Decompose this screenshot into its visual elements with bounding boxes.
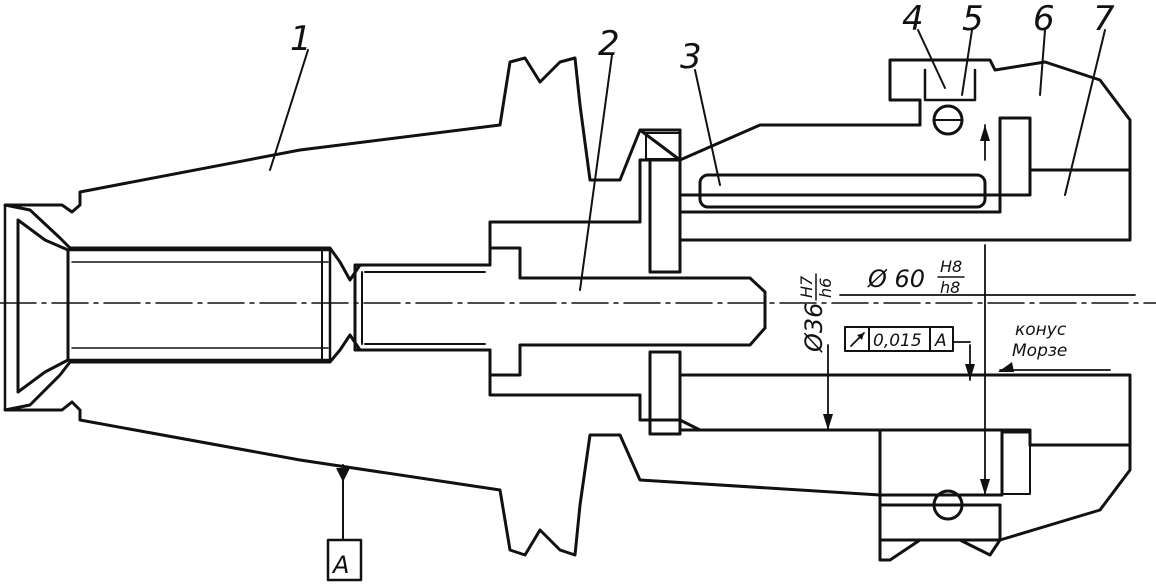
label-part-1: 1 [290, 19, 312, 59]
label-part-5: 5 [962, 0, 984, 39]
datum-triangle [336, 468, 350, 482]
collet-ring-lower [678, 373, 1132, 447]
datum-letter: A [331, 551, 349, 579]
screw-part-2 [353, 246, 767, 377]
dim-d60: Ø 60 [867, 265, 925, 293]
label-part-2: 2 [598, 24, 620, 64]
tolerance-value: 0,015 [873, 331, 922, 351]
key-part-3 [698, 173, 987, 209]
threaded-bore [66, 248, 332, 362]
dim-d60-upper: H8 [940, 257, 962, 276]
dim-d36-upper: H7 [797, 275, 816, 298]
label-part-4: 4 [902, 0, 924, 39]
front-cone [16, 218, 70, 394]
label-part-6: 6 [1033, 0, 1055, 39]
datum-box [326, 538, 363, 582]
collet-ring-upper [678, 168, 1132, 242]
body-upper-section [3, 56, 682, 282]
label-part-7: 7 [1093, 0, 1115, 39]
tolerance-datum: A [934, 331, 947, 351]
label-part-3: 3 [680, 37, 702, 77]
dim-d60-lower: h8 [940, 278, 960, 297]
body-lower-section [3, 333, 882, 557]
dim-d36-lower: h6 [816, 278, 835, 298]
lower-sleeve [878, 430, 1132, 542]
taper-note-line1: конус [1015, 320, 1067, 340]
taper-note-line2: Морзе [1012, 341, 1067, 361]
runout-tolerance-frame: 0,015 A [844, 326, 954, 352]
dim-d36: Ø36 [800, 303, 828, 353]
nut-lower [878, 503, 1002, 562]
